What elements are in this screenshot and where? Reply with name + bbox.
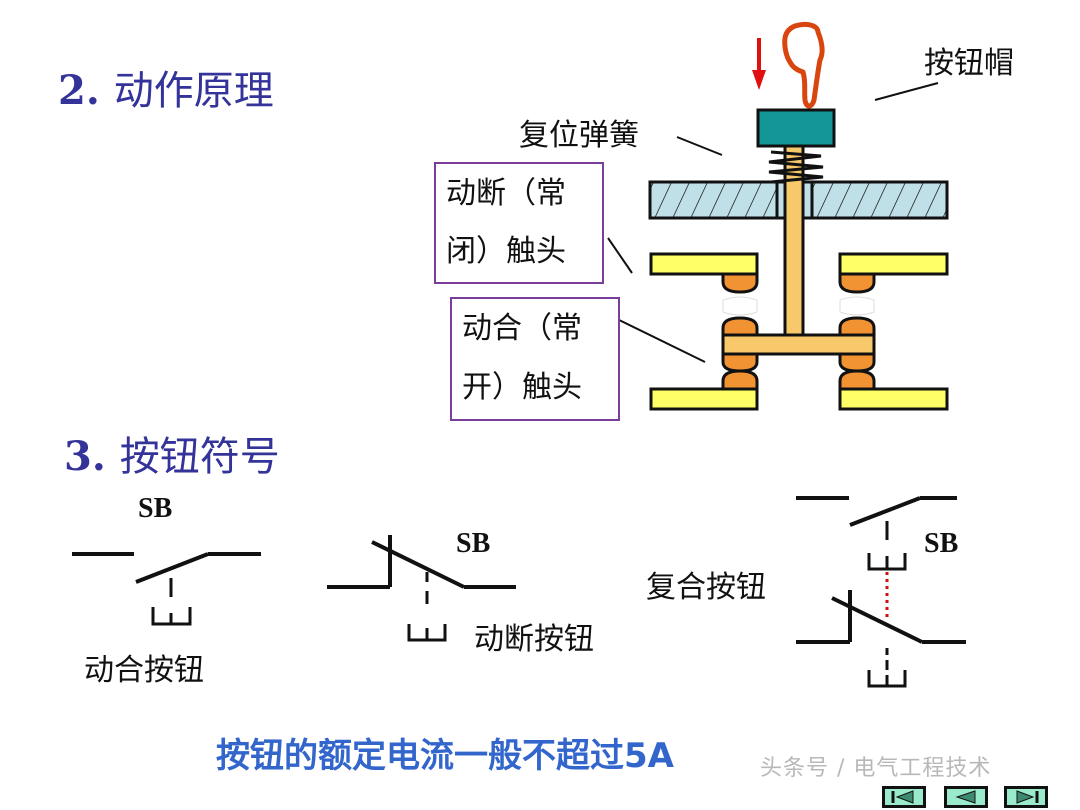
label-nc-line2: 闭）触头 xyxy=(446,234,566,269)
nav-next-button[interactable] xyxy=(1004,786,1048,808)
label-box-nc-contact: 动断（常 闭）触头 xyxy=(434,162,604,284)
symbol-name-nc: 动断按钮 xyxy=(474,622,594,657)
nav-previous-button[interactable] xyxy=(944,786,988,808)
watermark-text: 头条号 / 电气工程技术 xyxy=(760,756,992,781)
section-title: 动作原理 xyxy=(113,68,274,114)
reset-spring-icon xyxy=(768,150,824,184)
no-button-symbol xyxy=(72,552,261,626)
symbol-code-nc: SB xyxy=(456,528,491,559)
leader-line-nc xyxy=(607,237,633,274)
press-arrow-icon xyxy=(752,38,766,90)
no-contact-tip-right xyxy=(838,369,876,391)
section-heading-principle: 2. 动作原理 xyxy=(58,58,274,116)
rated-current-note: 按钮的额定电流一般不超过5A xyxy=(216,736,674,776)
label-no-line1: 动合（常 xyxy=(462,311,582,346)
button-cap xyxy=(756,108,836,148)
next-slide-icon xyxy=(1016,790,1039,804)
symbol-code-compound: SB xyxy=(924,528,959,559)
first-slide-icon xyxy=(891,790,914,804)
moving-contact-bottom-left xyxy=(721,352,759,373)
section-heading-symbol: 3. 按钮符号 xyxy=(64,424,280,482)
nc-contact-tip-left xyxy=(721,272,759,294)
label-reset-spring: 复位弹簧 xyxy=(519,118,639,153)
no-contact-tip-left xyxy=(721,369,759,391)
moving-contact-top-right xyxy=(838,316,876,338)
label-box-no-contact: 动合（常 开）触头 xyxy=(450,297,620,421)
moving-contact-top-left xyxy=(721,316,759,338)
nc-fixed-contact-right xyxy=(838,252,949,276)
symbol-name-compound: 复合按钮 xyxy=(646,570,766,605)
label-button-cap: 按钮帽 xyxy=(924,46,1014,81)
moving-contact-bottom-right xyxy=(838,352,876,373)
nc-fixed-contact-left xyxy=(649,252,759,276)
section-number: 2. xyxy=(58,67,100,114)
leader-line-spring xyxy=(676,136,723,156)
label-no-line2: 开）触头 xyxy=(462,370,582,405)
nc-button-symbol xyxy=(327,535,516,642)
label-nc-line1: 动断（常 xyxy=(446,176,566,211)
nc-contact-tip-right xyxy=(838,272,876,294)
moving-bridge xyxy=(721,333,876,356)
symbol-name-no: 动合按钮 xyxy=(84,653,204,688)
previous-slide-icon xyxy=(955,790,976,804)
compound-button-symbol xyxy=(796,496,966,688)
symbol-code-no: SB xyxy=(138,493,173,524)
housing-plate-right xyxy=(810,180,949,220)
pointing-hand-icon xyxy=(782,21,825,109)
no-fixed-contact-right xyxy=(838,387,949,411)
nav-first-button[interactable] xyxy=(882,786,926,808)
leader-line-cap xyxy=(874,82,939,101)
no-fixed-contact-left xyxy=(649,387,759,411)
leader-line-no xyxy=(614,317,706,363)
housing-plate-left xyxy=(648,180,779,220)
section-title: 按钮符号 xyxy=(119,434,280,480)
section-number: 3. xyxy=(64,433,106,480)
